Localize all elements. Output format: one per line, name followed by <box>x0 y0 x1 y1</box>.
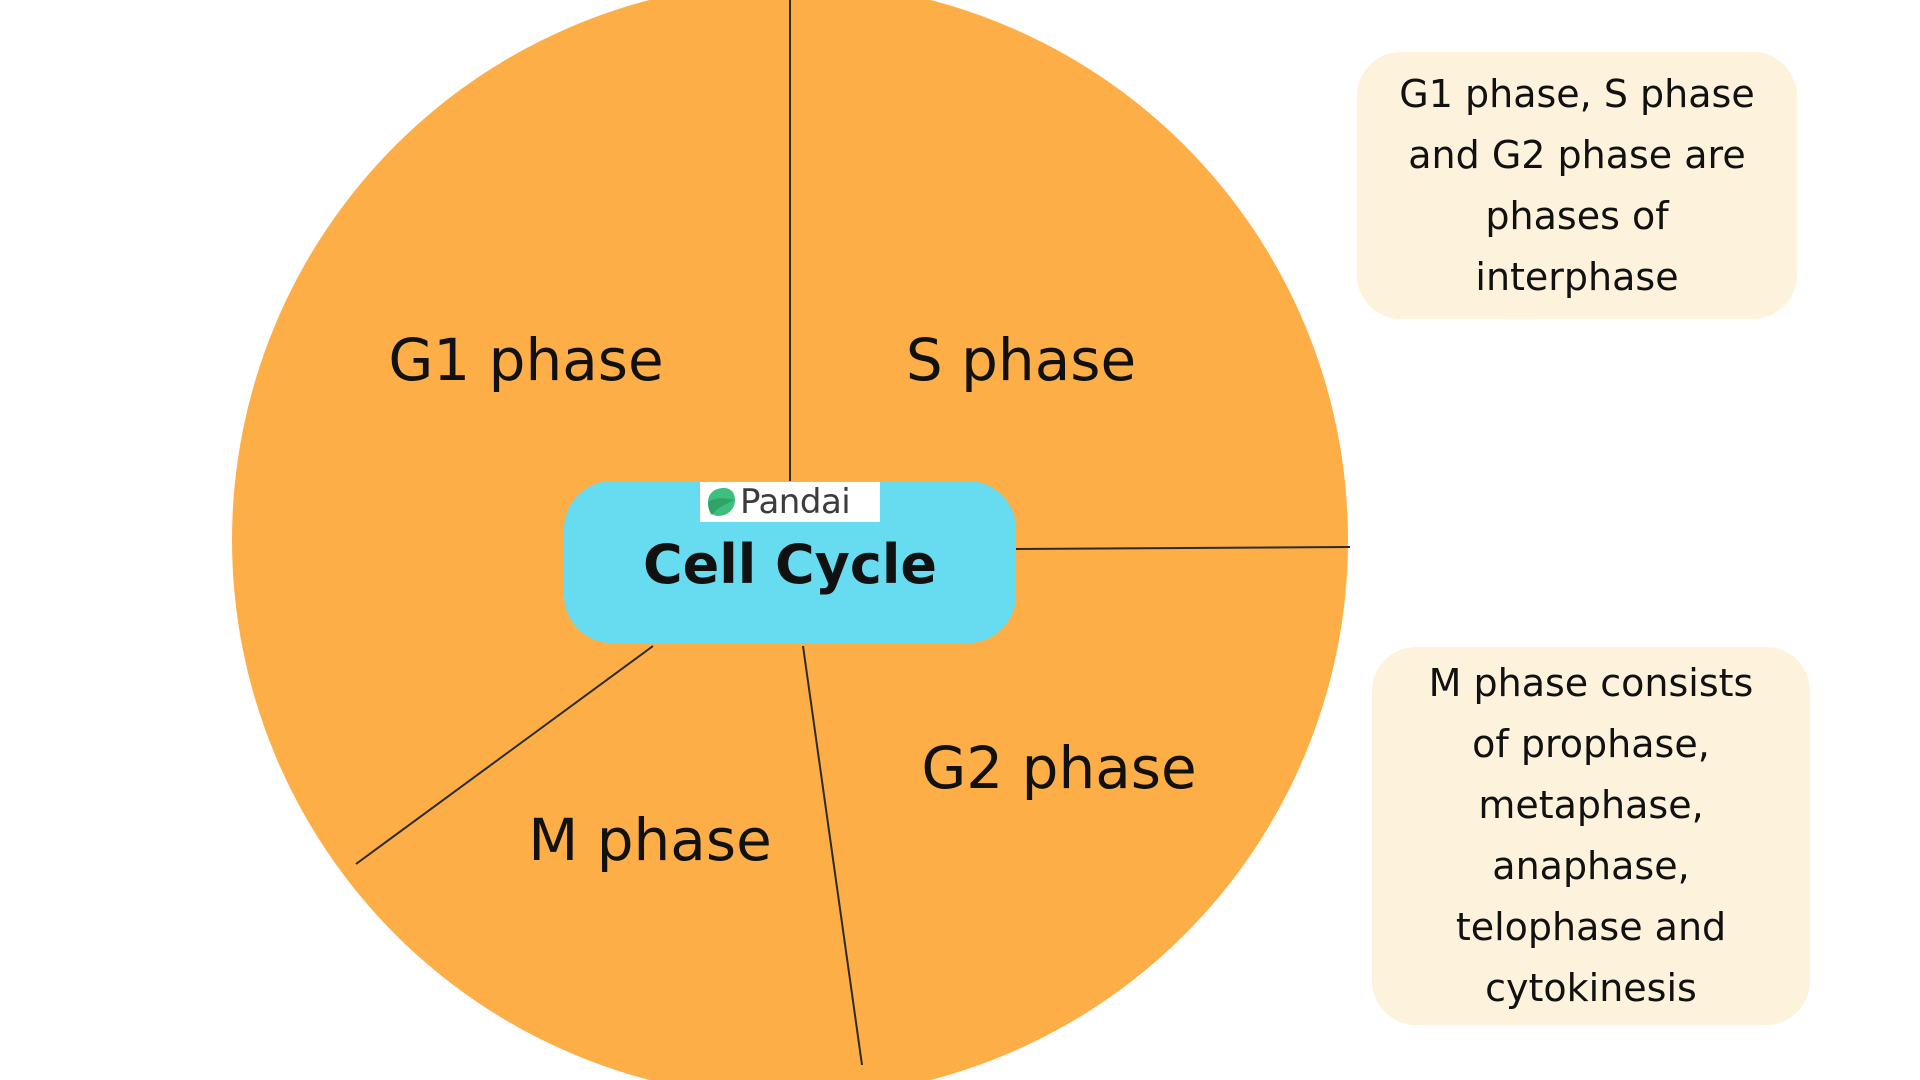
note-m-phase-text: M phase consists of prophase, metaphase,… <box>1428 661 1754 1010</box>
note-interphase: G1 phase, S phase and G2 phase are phase… <box>1357 52 1797 319</box>
logo-text: Pandai <box>740 482 851 522</box>
divider-m-g1 <box>355 645 654 865</box>
note-interphase-text: G1 phase, S phase and G2 phase are phase… <box>1399 71 1755 299</box>
pandai-logo: Pandai <box>700 482 880 522</box>
phase-label-g1: G1 phase <box>388 326 663 394</box>
leaf-icon <box>708 488 735 516</box>
divider-g2-m <box>802 645 863 1066</box>
phase-label-s: S phase <box>906 326 1136 394</box>
divider-s-g2 <box>1015 546 1351 550</box>
note-m-phase: M phase consists of prophase, metaphase,… <box>1372 647 1810 1025</box>
center-title: Cell Cycle <box>642 533 938 596</box>
phase-label-g2: G2 phase <box>921 734 1196 802</box>
phase-label-m: M phase <box>528 806 772 874</box>
